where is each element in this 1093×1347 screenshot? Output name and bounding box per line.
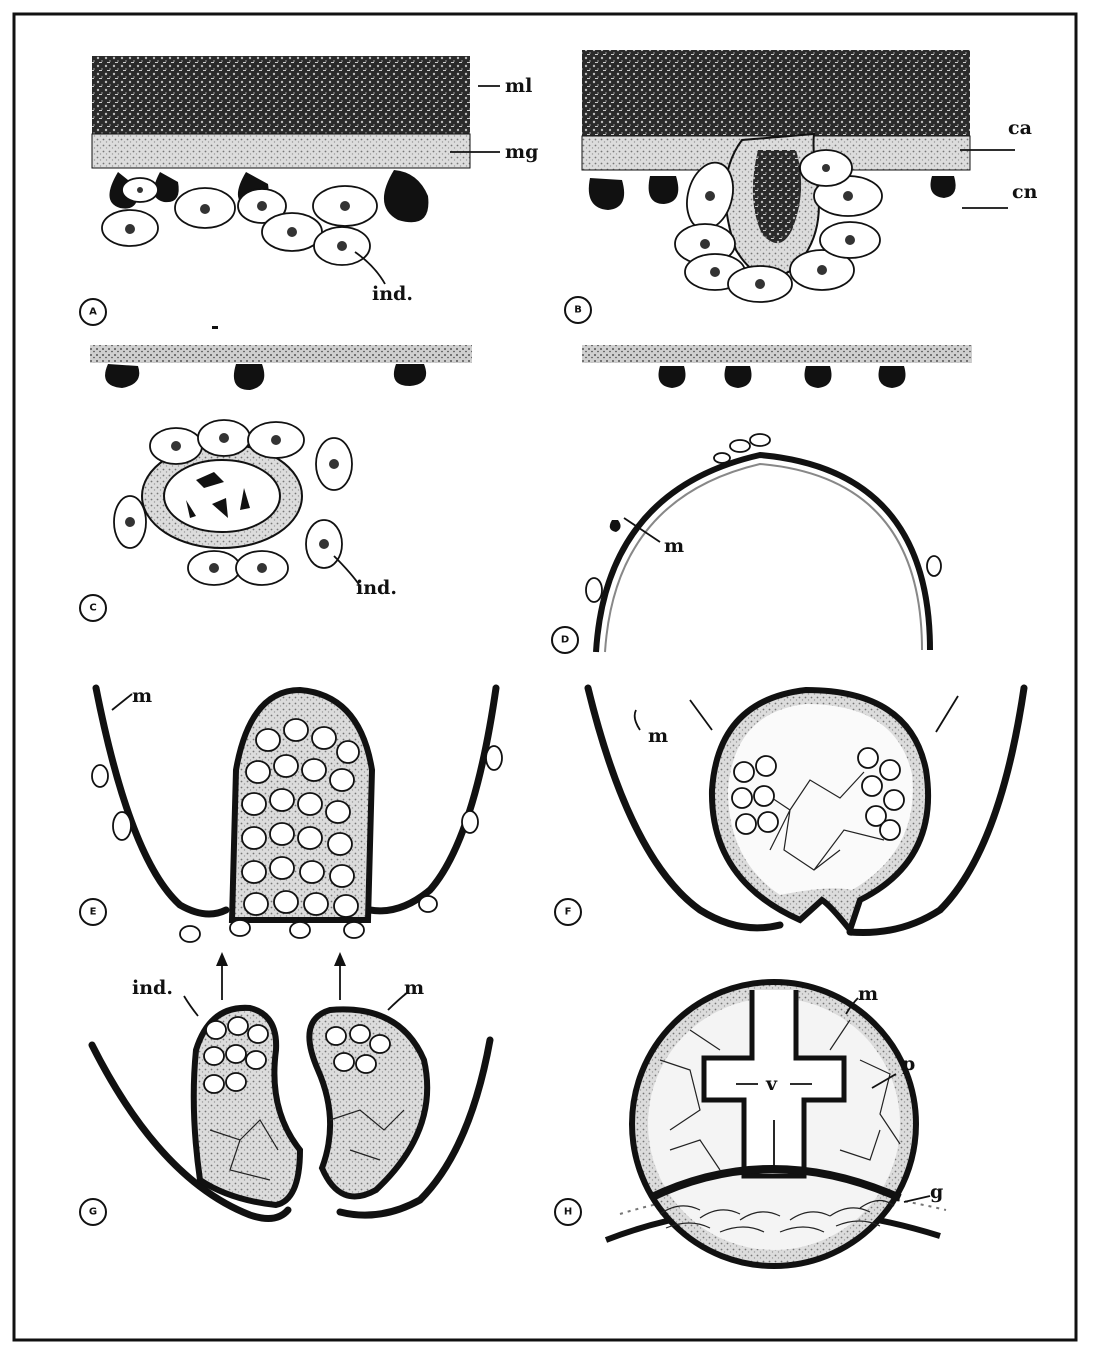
label-m-h: m xyxy=(858,983,878,1005)
label-cn: cn xyxy=(1012,181,1038,203)
panel-b: ca cn B xyxy=(565,50,1038,323)
label-m-d: m xyxy=(664,535,684,557)
label-m-g: m xyxy=(404,977,424,999)
label-m-f: m xyxy=(648,725,668,747)
label-ca: ca xyxy=(1008,117,1032,139)
panel-letter-g: G xyxy=(89,1207,97,1218)
label-ind-g: ind. xyxy=(132,977,173,999)
panel-h: m p v g H xyxy=(555,982,946,1266)
panel-letter-d: D xyxy=(561,635,569,646)
panel-e: m E xyxy=(80,685,502,942)
panel-letter-c: C xyxy=(89,603,96,614)
panel-c: ind. C xyxy=(80,345,472,621)
panel-letter-h: H xyxy=(564,1207,572,1218)
vesicle-inner xyxy=(164,460,280,532)
panel-letter-e: E xyxy=(90,907,97,918)
wall-left-e xyxy=(96,688,226,914)
label-ind-a: ind. xyxy=(372,283,413,305)
muscle-layer-b xyxy=(582,50,970,136)
label-ind-c: ind. xyxy=(356,577,397,599)
label-v-h: v xyxy=(765,1073,778,1095)
panel-a: ml mg ind. A xyxy=(80,56,538,325)
label-p-h: p xyxy=(902,1053,915,1075)
panel-letter-b: B xyxy=(574,305,582,316)
mesoglea-band-c xyxy=(90,345,472,363)
panel-f: m F xyxy=(555,688,1024,933)
panel-g: ind. m G xyxy=(80,952,490,1225)
label-mg: mg xyxy=(505,141,538,163)
mesoglea-band xyxy=(92,134,470,168)
panel-d: m D xyxy=(552,345,972,653)
arch-outer xyxy=(596,455,930,652)
panel-letter-f: F xyxy=(565,907,572,918)
muscle-layer xyxy=(92,56,470,134)
epidermal-cells-c xyxy=(105,364,426,390)
panel-letter-a: A xyxy=(89,307,97,318)
mesoglea-band-d xyxy=(582,345,972,363)
label-m-e: m xyxy=(132,685,152,707)
label-g-h: g xyxy=(930,1181,943,1203)
label-ml: ml xyxy=(505,75,532,97)
wall-right-e xyxy=(370,688,496,911)
epidermal-cells-d xyxy=(659,366,906,388)
arch-inner xyxy=(605,464,922,652)
stray-mark xyxy=(212,326,218,329)
